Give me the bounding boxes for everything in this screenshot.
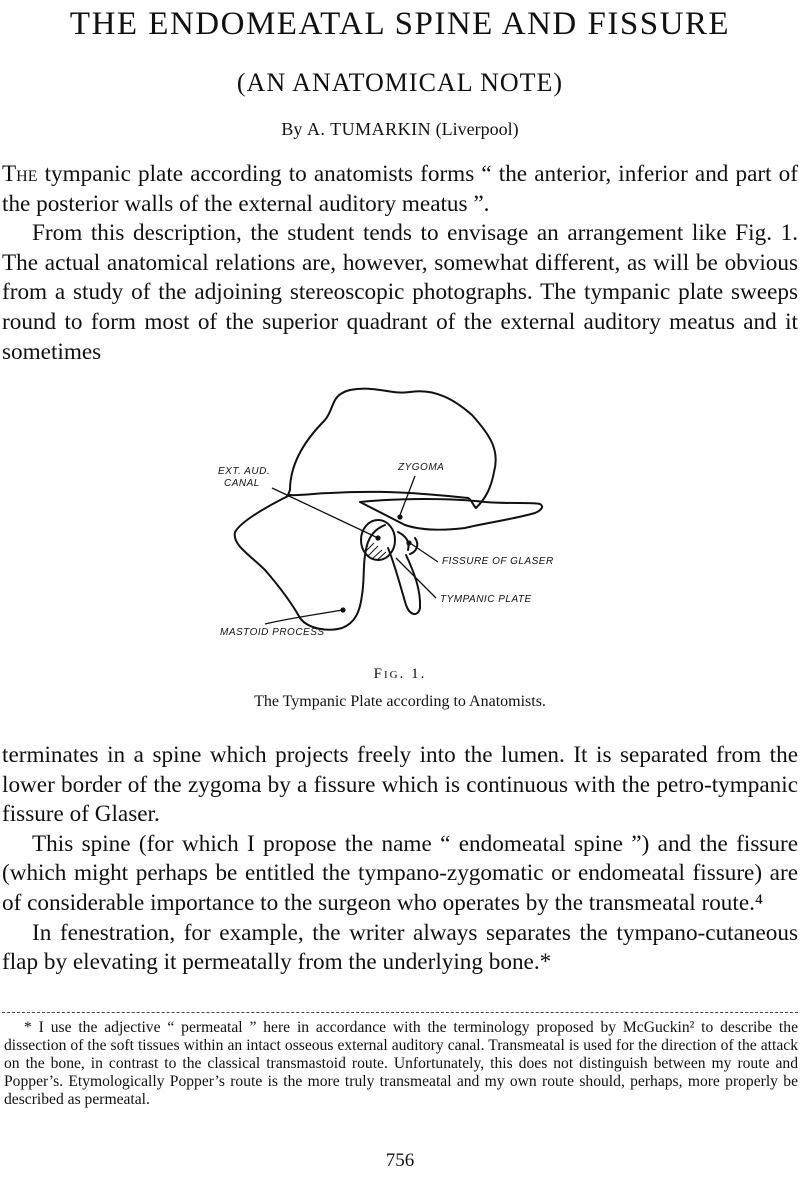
- fissure-mark: [397, 531, 410, 551]
- tympanic-plate-outline: [387, 547, 422, 615]
- paragraph: terminates in a spine which projects fre…: [2, 742, 798, 828]
- dot-zygoma: [397, 514, 403, 520]
- hatch-line: [371, 549, 383, 560]
- byline-prefix: By: [281, 119, 307, 139]
- paragraph: In fenestration, for example, the writer…: [2, 919, 798, 976]
- paragraph: This spine (for which I propose the name…: [2, 830, 798, 916]
- leader-fissure: [409, 542, 439, 563]
- label-tympanic-plate: TYMPANIC PLATE: [440, 594, 532, 605]
- footnote-rule: [2, 1012, 798, 1013]
- figure-number: Fig. 1.: [373, 666, 427, 682]
- temporal-bone-outline: [287, 387, 497, 509]
- leader-ext-aud-canal: [271, 487, 379, 539]
- article-title: THE ENDOMEATAL SPINE AND FISSURE: [69, 6, 731, 42]
- page-number: 756: [385, 1150, 415, 1171]
- article-subtitle: (AN ANATOMICAL NOTE): [236, 68, 564, 97]
- meatus-ellipse: [360, 519, 396, 561]
- paragraph-text: tympanic plate according to anatomists f…: [2, 161, 798, 217]
- footnote: * I use the adjective “ permeatal ” here…: [4, 1019, 798, 1109]
- label-fissure-of-glaser: FISSURE OF GLASER: [442, 556, 554, 567]
- paragraph: The tympanic plate according to anatomis…: [2, 160, 798, 219]
- footnote-text: * I use the adjective “ permeatal ” here…: [4, 1019, 798, 1108]
- byline: By A. TUMARKIN (Liverpool): [0, 119, 800, 140]
- zygoma-process: [359, 498, 544, 531]
- label-ext-aud-line1: EXT. AUD.: [218, 466, 270, 477]
- figure-caption: The Tympanic Plate according to Anatomis…: [254, 693, 546, 710]
- paragraph: From this description, the student tends…: [2, 220, 798, 365]
- hatch-line: [376, 551, 387, 561]
- label-mastoid-process: MASTOID PROCESS: [220, 627, 325, 638]
- body-text-before-figure: The tympanic plate according to anatomis…: [2, 160, 798, 367]
- leader-zygoma: [399, 475, 416, 516]
- hatch-line: [367, 545, 379, 557]
- label-ext-aud-line2: CANAL: [224, 478, 260, 489]
- lead-word: The: [2, 161, 38, 187]
- dot-mastoid: [340, 607, 346, 613]
- label-zygoma: ZYGOMA: [397, 462, 444, 473]
- hatch-line: [364, 542, 375, 553]
- author-affiliation: (Liverpool): [431, 119, 519, 139]
- figure-tympanic-plate-diagram: EXT. AUD. CANAL ZYGOMA FISSURE OF GLASER…: [218, 387, 554, 638]
- leader-tympanic: [395, 557, 437, 599]
- dot-canal: [375, 535, 381, 541]
- dot-fissure: [406, 540, 412, 546]
- mastoid-outline: [233, 494, 386, 631]
- leader-mastoid: [264, 609, 343, 625]
- author-name: A. TUMARKIN: [306, 119, 432, 139]
- body-text-after-figure: terminates in a spine which projects fre…: [2, 741, 798, 978]
